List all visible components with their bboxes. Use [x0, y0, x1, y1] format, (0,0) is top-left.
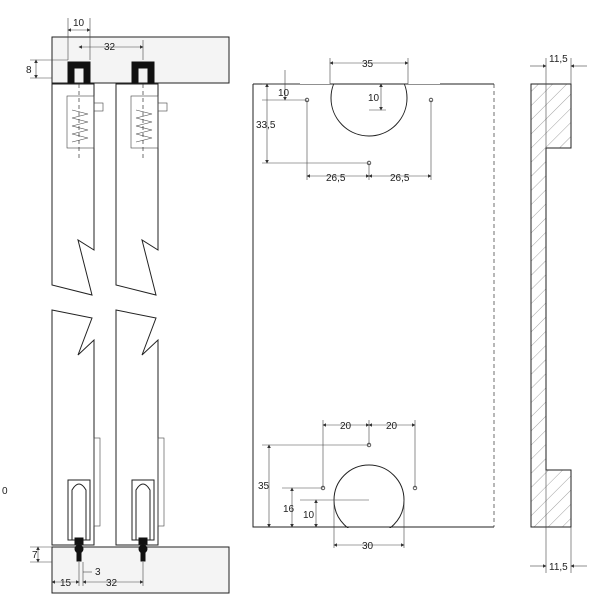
dim-bottom-spacing: 32	[106, 578, 118, 589]
door-right-upper	[115, 83, 159, 296]
dim-bottom-right: 20	[386, 421, 398, 432]
dim-bottom-height: 7	[32, 550, 38, 561]
guide-right	[157, 437, 165, 527]
front-door-view: 35 10 26,5 26,5 10 33,5 30	[252, 50, 495, 552]
dim-bottom-height: 35	[258, 481, 270, 492]
side-section-view: 11,5 11,5	[530, 54, 587, 573]
dim-top-hole-dia: 35	[362, 59, 374, 70]
dim-top-profile: 10	[73, 18, 85, 29]
dim-bottom-hole-dia: 30	[362, 541, 374, 552]
door-left-lower	[51, 309, 95, 546]
dim-bottom-offset: 15	[60, 578, 72, 589]
spring-housing-right	[130, 95, 159, 149]
roller-left	[71, 483, 87, 540]
side-profile	[530, 83, 572, 528]
roller-right	[135, 483, 151, 540]
top-rail	[51, 36, 230, 84]
dim-bottom-16: 16	[283, 504, 295, 515]
pin-right	[157, 102, 168, 112]
dim-bottom-left: 20	[340, 421, 352, 432]
dim-top-edge: 10	[278, 88, 290, 99]
roller-box-left	[67, 479, 91, 541]
dim-side-bottom: 11,5	[549, 562, 568, 573]
dim-side-top: 11,5	[549, 54, 568, 65]
dim-top-spacing: 32	[104, 42, 116, 53]
pin-left	[93, 102, 104, 112]
spring-left	[71, 109, 89, 143]
dim-top-height: 8	[26, 65, 32, 76]
dim-top-left: 26,5	[326, 173, 346, 184]
dim-top-hole-inner: 10	[368, 93, 380, 104]
guide-left	[93, 437, 101, 527]
dim-top-right: 26,5	[390, 173, 410, 184]
door-outline	[252, 84, 494, 528]
edge-mark: 0	[2, 486, 8, 497]
dim-bottom-10: 10	[303, 510, 315, 521]
left-section-view: 10 32 8 7 15 3 32 0	[2, 18, 230, 594]
spring-right	[135, 109, 153, 143]
door-right-lower	[115, 309, 159, 546]
dim-top-height: 33,5	[256, 120, 276, 131]
roller-box-right	[131, 479, 155, 541]
door-left-upper	[51, 83, 95, 296]
dim-bottom-pin: 3	[95, 567, 101, 578]
spring-housing-left	[66, 95, 95, 149]
